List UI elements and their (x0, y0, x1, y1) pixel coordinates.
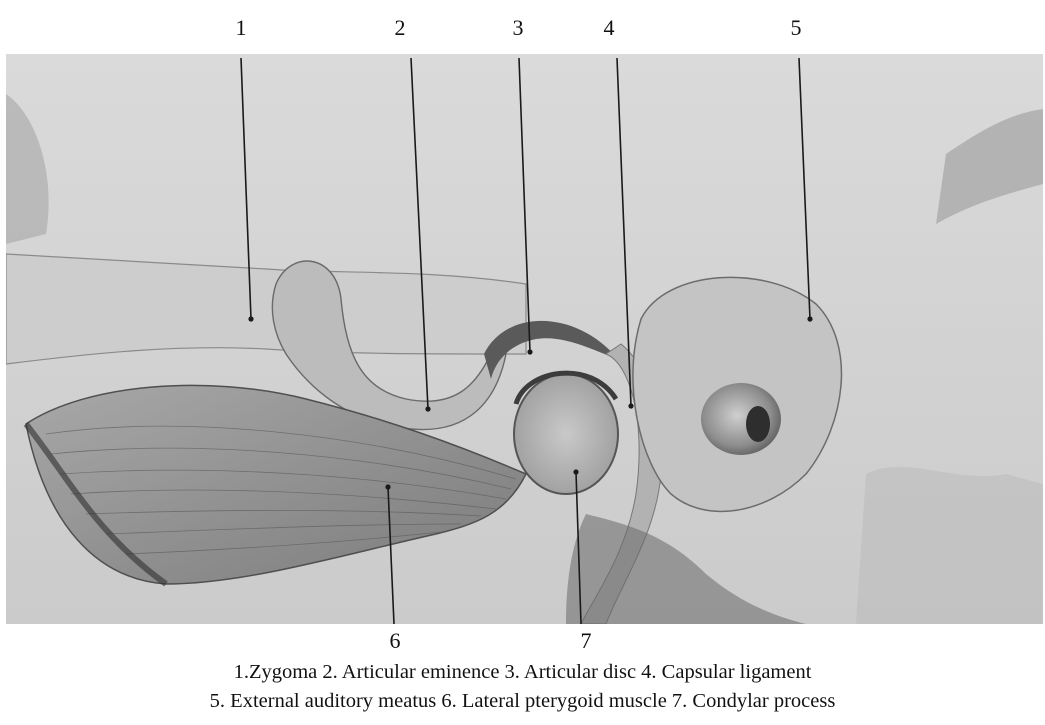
condylar-process-shape (514, 374, 618, 494)
label-5: 5 (791, 17, 802, 39)
label-2: 2 (395, 17, 406, 39)
leader-dot-7 (573, 469, 578, 474)
caption-line-2: 5. External auditory meatus 6. Lateral p… (0, 691, 1045, 712)
label-1: 1 (236, 17, 247, 39)
tmj-illustration (6, 54, 1043, 624)
leader-dot-3 (527, 349, 532, 354)
label-6: 6 (390, 630, 401, 652)
leader-dot-4 (628, 403, 633, 408)
caption-line-1: 1.Zygoma 2. Articular eminence 3. Articu… (0, 662, 1045, 683)
label-3: 3 (513, 17, 524, 39)
leader-dot-5 (807, 316, 812, 321)
mastoid-shape (856, 467, 1043, 624)
label-4: 4 (604, 17, 615, 39)
label-7: 7 (581, 630, 592, 652)
meatus-opening-shape (746, 406, 770, 442)
leader-dot-2 (425, 406, 430, 411)
leader-dot-1 (248, 316, 253, 321)
leader-dot-6 (385, 484, 390, 489)
